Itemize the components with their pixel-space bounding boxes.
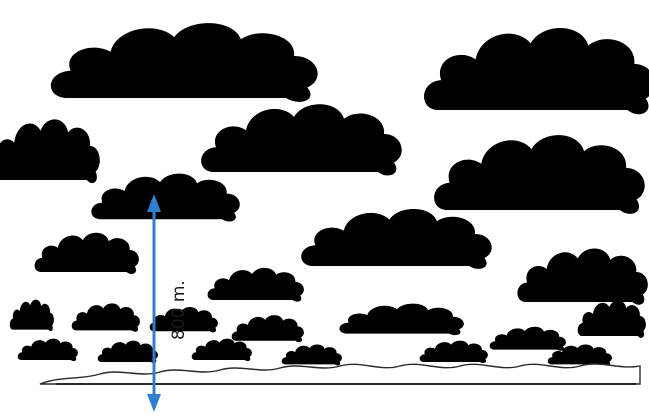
cloud-top-right: [424, 28, 649, 114]
arrow-down-icon: [147, 394, 161, 412]
horizon-bumps: [40, 364, 640, 384]
cloud-middle-center: [301, 209, 492, 269]
cloud-low-4: [232, 315, 304, 342]
cloud-low-12: [420, 341, 488, 363]
cloud-low-10: [192, 339, 252, 361]
cloud-middle-left: [35, 233, 139, 274]
cloud-low-5: [339, 304, 463, 335]
cloud-low-8: [18, 339, 78, 361]
cloud-mid-center: [201, 104, 402, 175]
cloud-low-11: [282, 344, 342, 365]
cloud-middle-small: [208, 268, 304, 302]
cloud-low-6: [490, 327, 566, 351]
cloud-arrow-top: [91, 174, 239, 222]
cloud-right-large: [434, 135, 645, 214]
cloud-low-1: [10, 300, 54, 331]
cloud-low-2: [72, 303, 140, 331]
cloud-top-left: [51, 23, 318, 102]
cloud-middle-right: [517, 249, 647, 305]
height-label: 800 m.: [169, 280, 189, 340]
cloud-left-edge: [0, 119, 100, 183]
cloud-low-9: [98, 341, 158, 363]
cloud-low-7: [578, 300, 646, 337]
